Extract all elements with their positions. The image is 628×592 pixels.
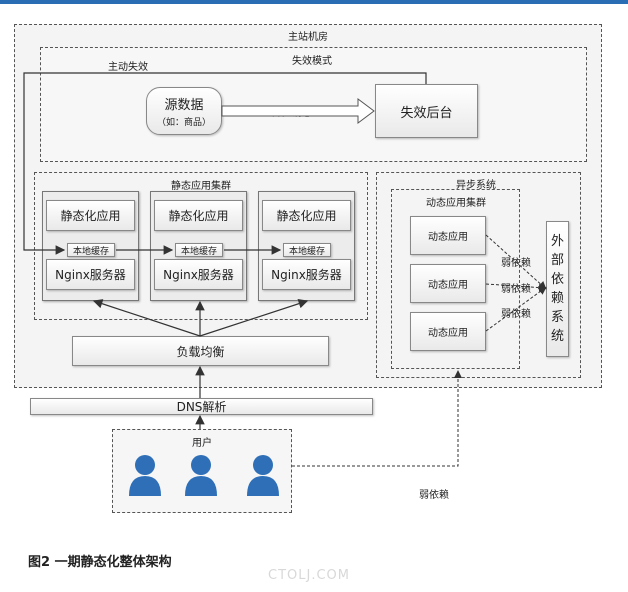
external-system-label: 外部依赖系统 — [550, 234, 564, 344]
active-invalidation-label: 主动失效 — [108, 62, 148, 73]
lb-to-nginx-3 — [199, 299, 309, 337]
invalidation-backend-box: 失效后台 — [375, 84, 478, 138]
local-cache-2: 本地缓存 — [175, 243, 223, 257]
watermark: CTOLJ.COM — [268, 568, 350, 583]
weak-dependency-label-2: 弱依赖 — [501, 284, 531, 295]
load-balancer-box: 负载均衡 — [72, 336, 329, 366]
invalidation-mode-label: 失效模式 — [292, 56, 332, 67]
weak-dependency-label-3: 弱依赖 — [501, 309, 531, 320]
user-icon-3 — [247, 455, 279, 496]
static-cluster-label: 静态应用集群 — [171, 181, 231, 192]
weak-dependency-label-user: 弱依赖 — [419, 490, 449, 501]
source-data-note: （如：商品） — [156, 118, 211, 128]
static-app-3: 静态化应用 — [262, 200, 351, 231]
user-icon-2 — [185, 455, 217, 496]
dynamic-app-2: 动态应用 — [410, 264, 486, 303]
async-system-region — [376, 172, 581, 378]
dynamic-app-1: 动态应用 — [410, 216, 486, 255]
dynamic-cluster-label: 动态应用集群 — [426, 198, 486, 209]
top-accent-bar — [0, 0, 628, 4]
dynamic-3-to-external — [485, 286, 547, 332]
lb-to-nginx-1 — [92, 299, 201, 337]
source-data-label: 源数据 — [164, 98, 204, 113]
main-room-label: 主站机房 — [288, 32, 328, 43]
figure-caption: 图2 一期静态化整体架构 — [28, 555, 172, 570]
weak-dependency-label-1: 弱依赖 — [501, 258, 531, 269]
local-cache-3: 本地缓存 — [283, 243, 331, 257]
nginx-server-1: Nginx服务器 — [46, 259, 135, 290]
dns-box: DNS解析 — [30, 398, 373, 415]
active-invalidation-line — [23, 72, 427, 255]
users-label: 用户 — [192, 438, 212, 449]
dynamic-cluster-region — [391, 189, 520, 369]
users-to-async-line — [292, 370, 462, 467]
nginx-server-3: Nginx服务器 — [262, 259, 351, 290]
dynamic-2-to-external — [485, 283, 547, 292]
static-app-2: 静态化应用 — [154, 200, 243, 231]
invalidation-mode-region — [40, 47, 587, 162]
nginx-server-2: Nginx服务器 — [154, 259, 243, 290]
dynamic-app-3: 动态应用 — [410, 312, 486, 351]
async-message-arrow — [221, 98, 375, 124]
static-app-1: 静态化应用 — [46, 200, 135, 231]
dynamic-1-to-external — [485, 234, 547, 290]
static-cluster-region — [34, 172, 368, 320]
async-system-label: 异步系统 — [456, 180, 496, 191]
local-cache-1: 本地缓存 — [67, 243, 115, 257]
user-icon-1 — [129, 455, 161, 496]
